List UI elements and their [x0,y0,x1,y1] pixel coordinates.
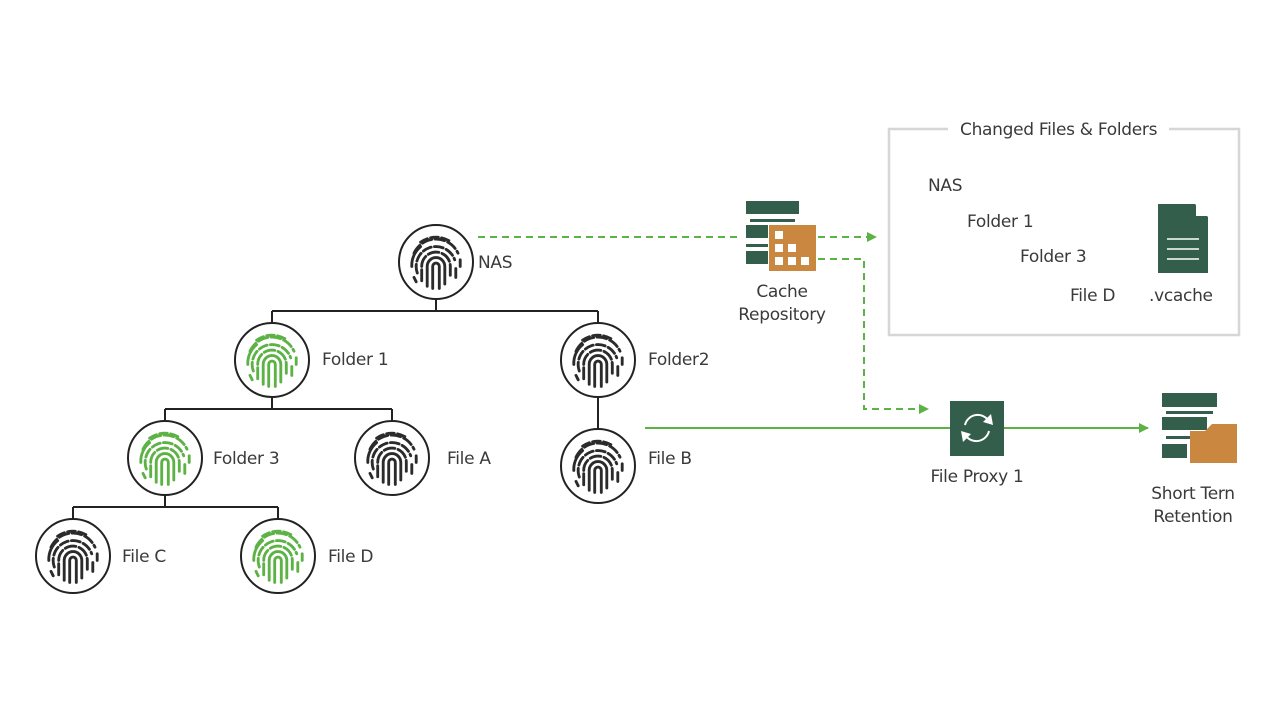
changed-entry-nas: NAS [928,176,963,196]
node-label-filea: File A [447,449,491,469]
short-term-label-line2: Retention [1153,507,1233,527]
tree-connectors [72,299,599,519]
document-icon [1158,204,1208,273]
changed-box-title: Changed Files & Folders [948,120,1170,140]
changed-entry-folder3: Folder 3 [1020,247,1087,267]
changed-entry-filed: File D [1070,286,1116,306]
cache-repository-icon[interactable] [746,201,816,271]
node-label-filed: File D [328,547,374,567]
tree-node-folder3[interactable] [127,420,203,496]
tree-node-filec[interactable] [35,518,111,594]
edge-folder3-children [72,495,279,519]
tree-node-fileb[interactable] [560,428,636,504]
tree-node-filed[interactable] [240,518,316,594]
edge-folder1-children [164,397,393,421]
short-term-label-line1: Short Tern [1151,484,1235,504]
sync-icon[interactable] [950,401,1004,456]
tree-node-folder1[interactable] [234,322,310,398]
edge-nas-children [271,299,599,323]
changed-entry-folder1: Folder 1 [967,212,1034,232]
node-label-folder2: Folder2 [648,350,710,370]
short-term-label: Short Tern Retention [1151,483,1235,529]
node-label-fileb: File B [648,449,692,469]
cache-label-line1: Cache [756,282,808,302]
file-proxy-label: File Proxy 1 [930,467,1024,487]
node-label-nas: NAS [478,253,513,273]
tree-node-nas[interactable] [398,224,474,300]
cache-repository-label: Cache Repository [738,281,826,327]
node-label-folder1: Folder 1 [322,350,389,370]
repository-folder-icon[interactable] [1162,393,1237,463]
node-label-folder3: Folder 3 [213,449,280,469]
tree-node-folder2[interactable] [560,322,636,398]
tree-node-filea[interactable] [354,420,430,496]
cache-label-line2: Repository [738,305,826,325]
node-label-filec: File C [122,547,166,567]
flow-cache-to-proxy [818,258,929,414]
vcache-label: .vcache [1149,286,1213,306]
